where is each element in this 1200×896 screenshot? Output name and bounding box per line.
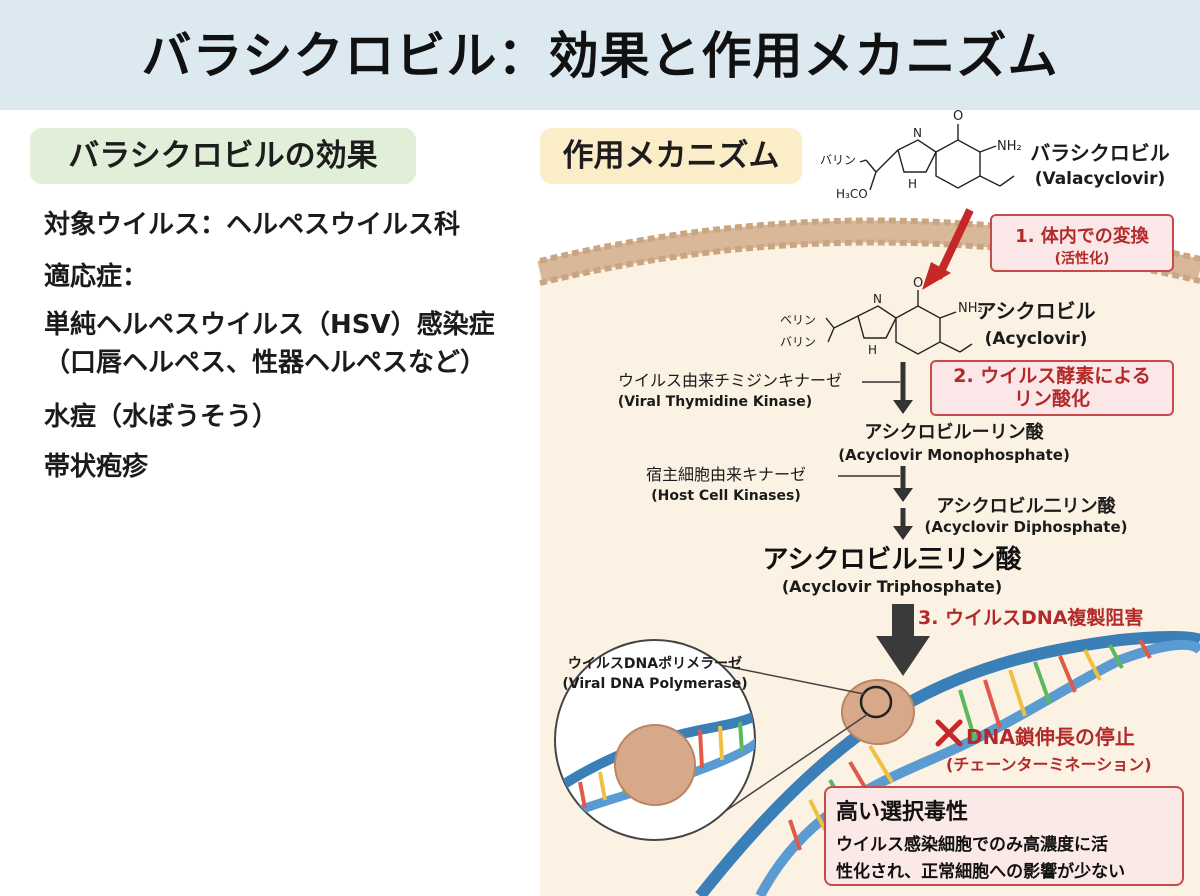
indication-varicella: 水痘（水ぼうそう）: [44, 402, 279, 432]
valacyclovir-valine-label: バリン: [820, 153, 856, 167]
monophosphate-name: アシクロビルーリン酸: [864, 421, 1044, 443]
selectivity-line2: 性化され、正常細胞への影響が少ない: [836, 862, 1126, 882]
diphosphate-name: アシクロビル二リン酸: [936, 495, 1116, 517]
chain-stop-label: DNA鎖伸長の停止: [966, 725, 1135, 749]
zoom-focus-circle: [859, 685, 893, 719]
tk-label: ウイルス由来チミジンキナーゼ: [618, 371, 842, 390]
chain-termination-label: (チェーンターミネーション): [946, 755, 1152, 774]
acyclovir-nh2-label: NH₂: [958, 301, 983, 316]
valacyclovir-name: バラシクロビル: [1030, 141, 1170, 165]
acyclovir-o-label: O: [913, 276, 923, 291]
host-kinase-label: 宿主細胞由来キナーゼ: [646, 465, 806, 484]
host-kinase-label-en: (Host Cell Kinases): [651, 488, 801, 504]
step1-box: 1. 体内での変換 (活性化): [990, 214, 1174, 272]
conversion-arrow: [934, 208, 974, 280]
indication-zoster: 帯状疱疹: [44, 452, 149, 482]
tk-label-en: (Viral Thymidine Kinase): [618, 394, 812, 410]
chain-stop-x-icon: [935, 719, 963, 747]
title-banner: [0, 0, 1200, 110]
effects-heading: バラシクロビルの効果: [30, 128, 416, 184]
valacyclovir-structure: [859, 124, 1015, 191]
acyclovir-name-en: (Acyclovir): [985, 329, 1088, 349]
acyclovir-name: アシクロビル: [976, 299, 1095, 323]
inhibition-arrowhead: [876, 636, 930, 676]
valacyclovir-name-en: (Valacyclovir): [1035, 169, 1166, 189]
inhibition-arrow-shaft: [892, 604, 914, 640]
valacyclovir-n-label: N: [913, 126, 922, 140]
valacyclovir-o-label: O: [953, 109, 963, 124]
acyclovir-h-label: H: [868, 343, 877, 357]
triphosphate-name: アシクロビル三リン酸: [763, 545, 1023, 575]
zoom-connector-top: [719, 664, 865, 695]
polymerase-label: ウイルスDNAポリメラーゼ: [568, 655, 742, 672]
polymerase-blob: [841, 679, 915, 745]
polymerase-label-en: (Viral DNA Polymerase): [562, 676, 747, 692]
diphosphate-name-en: (Acyclovir Diphosphate): [925, 518, 1128, 536]
selectivity-line1: ウイルス感染細胞でのみ高濃度に活: [836, 835, 1108, 855]
dna-helix: [695, 631, 1200, 896]
selectivity-title: 高い選択毒性: [836, 800, 969, 825]
indication-label: 適応症：: [44, 262, 149, 292]
polymerase-zoom-inset: [554, 639, 756, 841]
step1-title: 1. 体内での変換: [1015, 226, 1149, 247]
valacyclovir-och3-label: H₃CO: [836, 187, 868, 201]
valacyclovir-nh2-label: NH₂: [997, 139, 1022, 154]
step2-line1: 2. ウイルス酵素による: [953, 365, 1151, 387]
zoom-connector-bottom: [723, 713, 869, 813]
mechanism-heading: 作用メカニズム: [540, 128, 802, 184]
selectivity-box: 高い選択毒性 ウイルス感染細胞でのみ高濃度に活 性化され、正常細胞への影響が少な…: [824, 786, 1184, 886]
acyclovir-valine-label-2: バリン: [780, 335, 816, 349]
triphosphate-name-en: (Acyclovir Triphosphate): [782, 577, 1002, 596]
conversion-arrowhead: [922, 262, 951, 290]
acyclovir-valine-label-1: ベリン: [780, 313, 816, 327]
acyclovir-n-label: N: [873, 292, 882, 306]
step2-line2: リン酸化: [1013, 388, 1090, 410]
page-title: バラシクロビル：効果と作用メカニズム: [141, 27, 1059, 85]
step1-subtitle: (活性化): [1054, 251, 1110, 267]
step3-label: 3. ウイルスDNA複製阻害: [918, 606, 1143, 629]
indication-hsv-examples: （口唇ヘルペス、性器ヘルペスなど）: [44, 348, 487, 378]
target-virus-text: 対象ウイルス：ヘルペスウイルス科: [44, 210, 461, 240]
indication-hsv: 単純ヘルペスウイルス（HSV）感染症: [44, 310, 495, 340]
acyclovir-structure: [825, 290, 973, 355]
valacyclovir-h-label: H: [908, 177, 917, 191]
pathway-arrows: [893, 362, 913, 540]
monophosphate-name-en: (Acyclovir Monophosphate): [838, 446, 1070, 464]
step2-box: 2. ウイルス酵素による リン酸化: [930, 360, 1174, 416]
